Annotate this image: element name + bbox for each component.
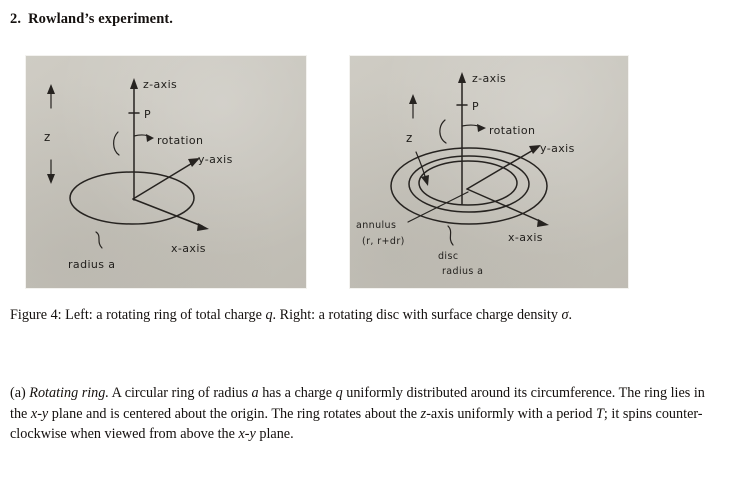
x-axis-line bbox=[132, 198, 203, 227]
label-annulus-line1: annulus bbox=[356, 220, 396, 231]
annulus-leader-line bbox=[407, 191, 469, 223]
body-text-2: has a charge bbox=[258, 385, 336, 401]
label-rotation: rotation bbox=[157, 134, 203, 147]
label-disc-line2: radius a bbox=[442, 266, 483, 277]
symbol-q: q bbox=[335, 385, 343, 401]
label-x-axis: x-axis bbox=[171, 242, 206, 255]
z-axis-arrowhead bbox=[130, 78, 138, 89]
annulus-inner-ellipse bbox=[418, 160, 518, 206]
label-z-scale: z bbox=[44, 130, 51, 144]
label-x-axis: x-axis bbox=[508, 231, 543, 244]
radius-pointer-squiggle bbox=[95, 231, 103, 249]
label-z-scale: z bbox=[406, 131, 413, 145]
label-point-p: P bbox=[472, 100, 479, 113]
caption-right-lead: Right: bbox=[279, 307, 316, 323]
y-axis-arrowhead bbox=[188, 158, 200, 167]
label-annulus-line2: (r, r+dr) bbox=[362, 236, 405, 247]
body-text-6: ; it spins counter-clockwise when viewed… bbox=[10, 405, 703, 443]
annulus-outer-ellipse bbox=[408, 155, 530, 213]
figure-photo-left: z-axis P rotation y-axis x-axis z radius… bbox=[26, 56, 306, 288]
figure-photo-right: z-axis P rotation y-axis x-axis z annulu… bbox=[350, 56, 628, 288]
caption-left-lead: Left: bbox=[65, 307, 93, 323]
rotation-arrowhead bbox=[477, 124, 486, 132]
problem-number: 2. bbox=[10, 11, 22, 27]
caption-right-text-a: a rotating disc with surface charge dens… bbox=[315, 307, 562, 323]
disc-outer-ellipse bbox=[390, 147, 548, 225]
z-scale-up-arrowhead bbox=[47, 84, 55, 94]
z-scale-up-arrowhead bbox=[409, 94, 417, 104]
label-radius-a: radius a bbox=[68, 258, 115, 271]
body-text-3: uniformly distributed around its circumf… bbox=[10, 385, 705, 422]
label-z-axis: z-axis bbox=[143, 78, 177, 91]
body-text-4: plane and is centered about the origin. … bbox=[48, 405, 421, 422]
rotating-disc-drawing: z-axis P rotation y-axis x-axis z annulu… bbox=[356, 72, 575, 277]
problem-part-a: (a) Rotating ring. A circular ring of ra… bbox=[10, 383, 719, 445]
body-text-7: plane. bbox=[255, 426, 294, 443]
label-point-p: P bbox=[144, 108, 151, 121]
rotation-arc bbox=[439, 119, 447, 144]
x-axis-arrowhead bbox=[537, 219, 549, 227]
part-title: Rotating ring. bbox=[29, 385, 109, 401]
caption-right-symbol: σ bbox=[561, 307, 569, 323]
z-scale-down-arrowhead bbox=[421, 175, 429, 186]
ring-ellipse bbox=[69, 171, 195, 225]
label-rotation: rotation bbox=[489, 124, 535, 137]
part-label: (a) bbox=[10, 385, 26, 401]
symbol-T: T bbox=[596, 405, 604, 422]
label-z-axis: z-axis bbox=[472, 72, 506, 85]
label-disc-line1: disc bbox=[438, 251, 458, 262]
rotating-ring-drawing: z-axis P rotation y-axis x-axis z radius… bbox=[44, 78, 233, 271]
symbol-a: a bbox=[251, 385, 259, 401]
caption-right-text-b: . bbox=[568, 307, 573, 323]
symbol-z: z bbox=[420, 405, 427, 422]
label-y-axis: y-axis bbox=[540, 142, 575, 155]
rotation-arc bbox=[113, 131, 120, 156]
disc-pointer-squiggle bbox=[447, 225, 454, 246]
y-axis-line bbox=[132, 161, 195, 200]
caption-left-symbol: q bbox=[265, 307, 273, 323]
z-axis-arrowhead bbox=[458, 72, 466, 83]
page-title: 2. Rowland’s experiment. bbox=[10, 11, 173, 28]
problem-title-text: Rowland’s experiment. bbox=[28, 11, 174, 27]
symbol-xy-plane-2: x-y bbox=[238, 426, 256, 443]
z-scale-down-arrowhead bbox=[47, 174, 55, 184]
y-axis-arrowhead bbox=[529, 145, 541, 154]
x-axis-arrowhead bbox=[197, 223, 209, 231]
y-axis-line bbox=[466, 148, 536, 190]
caption-left-text-b: . bbox=[272, 307, 277, 323]
body-text-5: -axis uniformly with a period bbox=[426, 405, 597, 422]
x-axis-line bbox=[466, 188, 543, 223]
label-y-axis: y-axis bbox=[198, 153, 233, 166]
rotation-arrowhead bbox=[146, 134, 154, 142]
caption-left-text-a: a rotating ring of total charge bbox=[92, 307, 266, 323]
caption-label: Figure 4: bbox=[10, 307, 62, 323]
symbol-xy-plane: x-y bbox=[30, 405, 49, 422]
figure-caption: Figure 4: Left: a rotating ring of total… bbox=[10, 305, 719, 325]
body-text-1: A circular ring of radius bbox=[108, 385, 252, 401]
